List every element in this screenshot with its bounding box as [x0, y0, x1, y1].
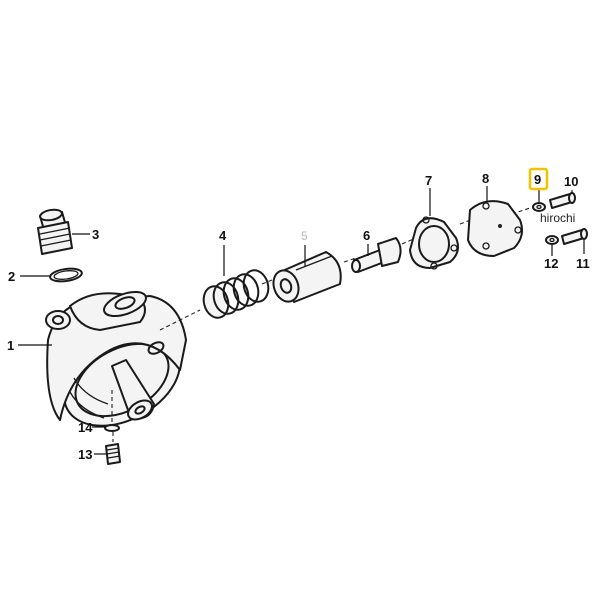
assembly-axis [159, 207, 531, 331]
part-stem-6 [351, 237, 402, 273]
label-part-4: 4 [219, 228, 227, 243]
part-gasket-7 [409, 216, 459, 270]
part-washer-9 [532, 202, 546, 212]
label-part-5: 5 [301, 229, 308, 243]
part-washer-14 [104, 424, 120, 432]
part-piston-5 [272, 251, 342, 303]
label-part-10: 10 [564, 174, 578, 189]
part-oring-2 [49, 267, 83, 283]
label-part-14: 14 [78, 420, 93, 435]
label-part-11: 11 [576, 256, 590, 271]
leader-lines [18, 186, 585, 455]
label-part-8: 8 [482, 171, 489, 186]
label-part-1: 1 [7, 338, 14, 353]
watermark-text: hirochi [540, 211, 575, 225]
part-screw-10 [549, 192, 576, 209]
label-part-7: 7 [425, 173, 432, 188]
part-spring-4 [202, 269, 270, 319]
label-part-9: 9 [534, 172, 541, 187]
part-fitting-3 [37, 208, 73, 255]
highlight-box [528, 167, 549, 191]
screw-axis [111, 390, 114, 442]
label-part-13: 13 [78, 447, 92, 462]
part-screw-13 [105, 443, 121, 465]
label-part-2: 2 [8, 269, 15, 284]
part-cover-8 [467, 200, 523, 257]
part-washer-12 [545, 235, 559, 245]
label-part-6: 6 [363, 228, 370, 243]
label-part-12: 12 [544, 256, 558, 271]
label-part-3: 3 [92, 227, 99, 242]
part-housing [45, 290, 187, 427]
part-screw-11 [561, 228, 588, 245]
